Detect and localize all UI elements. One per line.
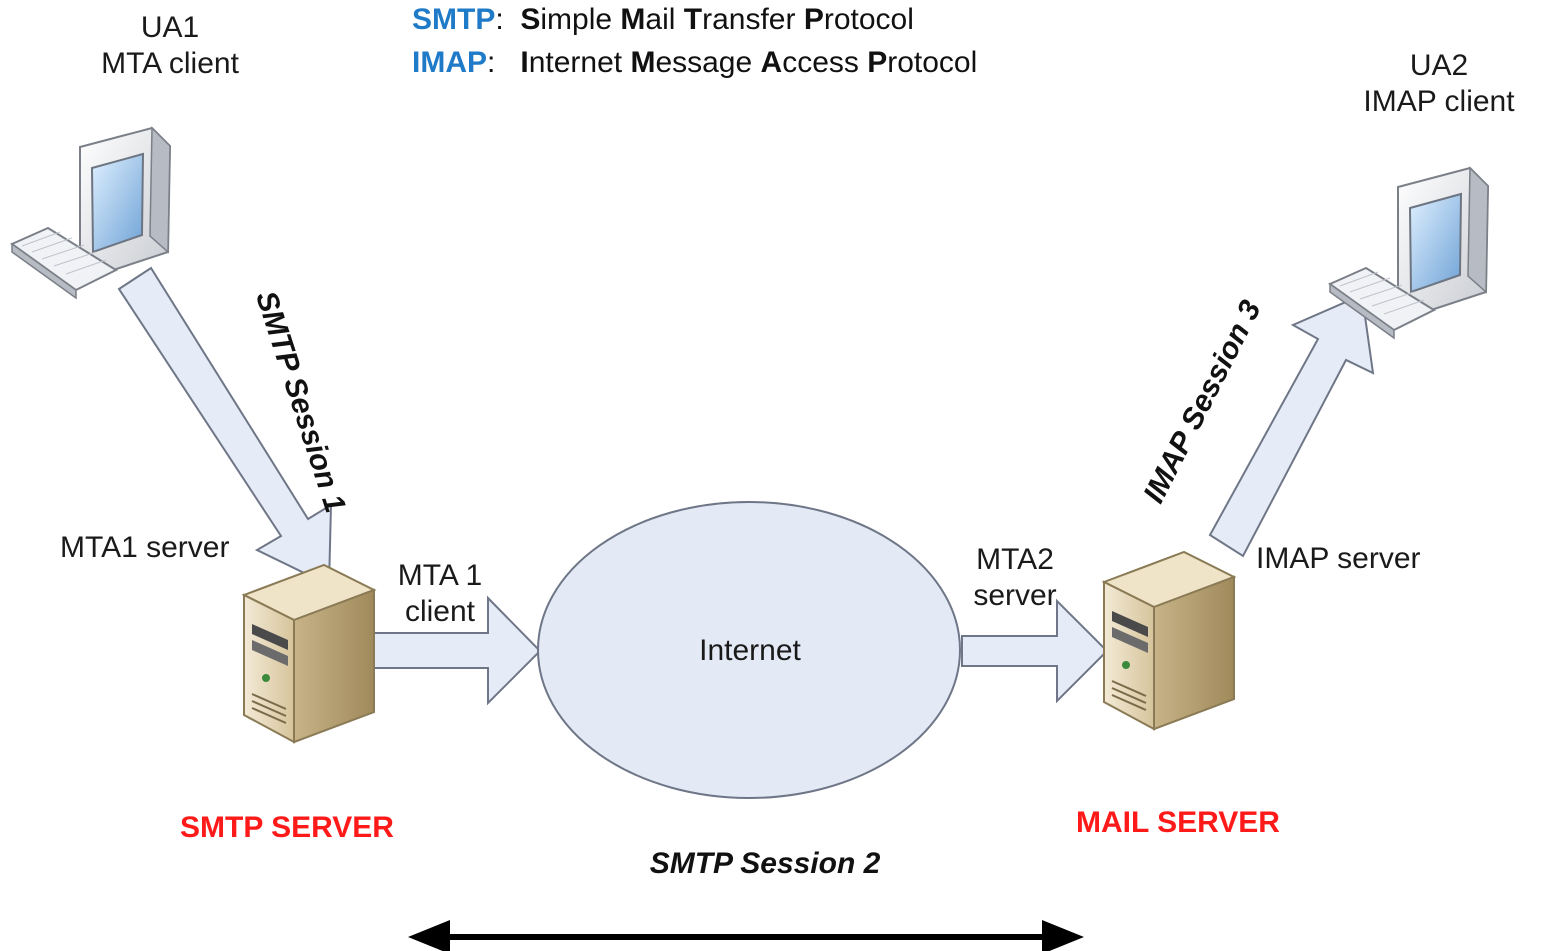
legend-smtp-sep: : — [495, 3, 504, 36]
mail-server-title: MAIL SERVER — [1076, 806, 1280, 839]
session3-arrow — [1208, 293, 1375, 558]
legend-smtp-expansion: Simple Mail Transfer Protocol — [520, 3, 914, 36]
smtp-server-title: SMTP SERVER — [180, 811, 394, 844]
mail-server-icon — [1101, 550, 1237, 731]
internet-label: Internet — [699, 634, 801, 667]
mta1-server-label: MTA1 server — [60, 531, 230, 564]
legend-imap-expansion: Internet Message Access Protocol — [520, 46, 978, 79]
ua1-computer-icon — [10, 126, 172, 300]
ua1-label: UA1 MTA client — [70, 10, 270, 82]
ua2-name: UA2 — [1409, 49, 1469, 82]
ua1-name: UA1 — [140, 11, 200, 44]
legend-imap-abbr: IMAP — [412, 46, 487, 79]
internet-cloud — [537, 501, 961, 799]
session2-double-arrow — [408, 920, 1084, 951]
smtp-server-icon — [241, 563, 377, 744]
ua2-computer-icon — [1328, 166, 1490, 340]
legend-smtp: SMTP: Simple Mail Transfer Protocol — [412, 2, 914, 38]
session1-arrow — [117, 266, 333, 587]
legend-imap-sep: : — [487, 46, 496, 79]
mta1-to-internet-arrow — [357, 595, 542, 706]
internet-to-mta2-arrow — [961, 598, 1109, 704]
ua2-label: UA2 IMAP client — [1339, 48, 1539, 120]
mta1-client-label: MTA 1 client — [397, 559, 483, 628]
session2-label: SMTP Session 2 — [649, 847, 881, 880]
legend-smtp-abbr: SMTP — [412, 3, 496, 36]
legend-imap: IMAP: Internet Message Access Protocol — [412, 45, 977, 81]
ua1-role: MTA client — [101, 47, 239, 80]
ua2-role: IMAP client — [1363, 85, 1515, 118]
mta2-server-label: MTA2 server — [973, 543, 1057, 612]
imap-server-label: IMAP server — [1256, 542, 1421, 575]
